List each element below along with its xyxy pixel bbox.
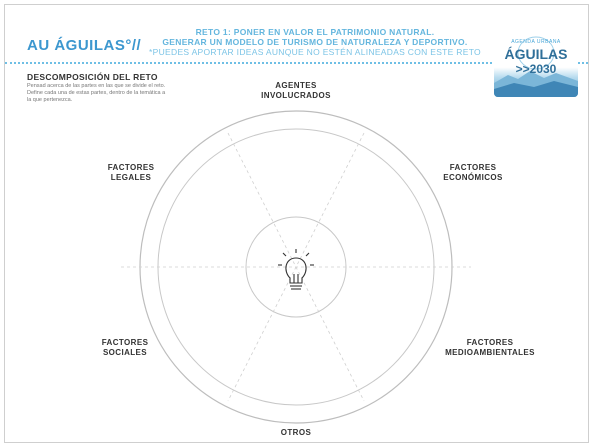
segment-label-otros: OTROS (280, 428, 312, 437)
lightbulb-icon (278, 249, 314, 290)
logo-name-text: ÁGUILAS (504, 46, 568, 62)
segment-label-agentes: AGENTES INVOLUCRADOS (261, 81, 331, 100)
brand-title: AU ÁGUILAS°// (27, 37, 142, 54)
challenge-line-2: GENERAR UN MODELO DE TURISMO DE NATURALE… (162, 37, 468, 47)
segment-label-sociales: FACTORES SOCIALES (101, 338, 149, 357)
challenge-line-1: RETO 1: PONER EN VALOR EL PATRIMONIO NAT… (195, 27, 435, 37)
header-divider (5, 62, 588, 64)
challenge-note: *PUEDES APORTAR IDEAS AUNQUE NO ESTÉN AL… (149, 47, 481, 57)
description-line-1: Pensad acerca de las partes en las que s… (27, 83, 166, 89)
agenda-urbana-logo: AGENDA URBANA ÁGUILAS >>2030 (494, 31, 578, 97)
decomposition-description: Pensad acerca de las partes en las que s… (27, 83, 247, 104)
challenge-header: RETO 1: PONER EN VALOR EL PATRIMONIO NAT… (145, 27, 485, 57)
description-line-3: la que pertenezca. (27, 97, 73, 103)
logo-year-text: >>2030 (515, 62, 557, 76)
segment-label-economicos: FACTORES ECONÓMICOS (443, 163, 503, 182)
decomposition-title: DESCOMPOSICIÓN DEL RETO (27, 72, 158, 82)
worksheet-page: AU ÁGUILAS°// RETO 1: PONER EN VALOR EL … (4, 4, 589, 443)
decomposition-wheel (121, 110, 471, 424)
segment-label-medioambientales: FACTORES MEDIOAMBIENTALES (445, 338, 535, 357)
description-line-2: Define cada una de estas partes, dentro … (27, 90, 166, 96)
logo-landscape-icon (494, 36, 578, 97)
segment-label-legales: FACTORES LEGALES (107, 163, 155, 182)
segment-dividers (121, 132, 471, 402)
logo-top-text: AGENDA URBANA (511, 39, 561, 45)
